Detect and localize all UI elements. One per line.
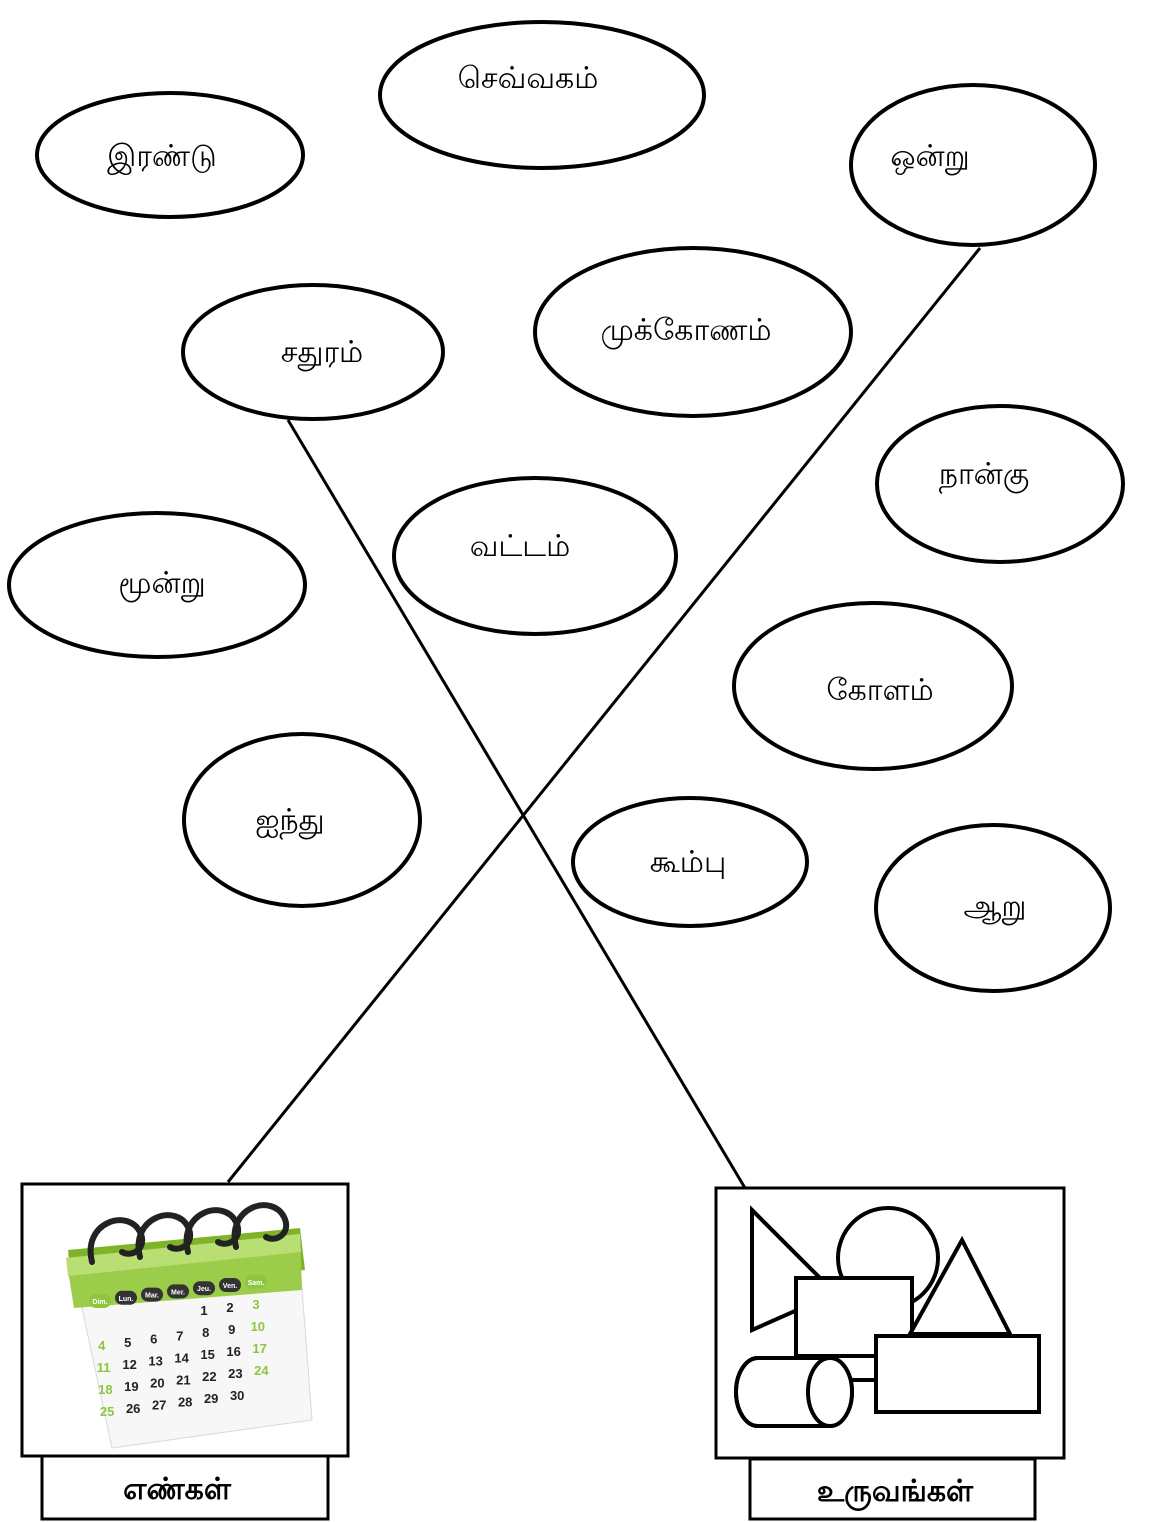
bubble-label: இரண்டு xyxy=(107,139,217,175)
calendar-day-number: 18 xyxy=(98,1382,112,1397)
bubble-label: ஆறு xyxy=(963,889,1026,925)
calendar-weekday-chip xyxy=(219,1278,241,1292)
connector-line-ondru-to-numbers xyxy=(226,247,982,1183)
calendar-day-number: 24 xyxy=(254,1363,269,1378)
calendar-day-number: 6 xyxy=(150,1332,157,1347)
calendar-day-number: 8 xyxy=(202,1325,209,1340)
calendar-day-number: 16 xyxy=(226,1344,240,1359)
bubble-aaru[interactable]: ஆறு xyxy=(874,823,1112,993)
bubble-label: ஒன்று xyxy=(890,139,969,175)
bubble-ainthu[interactable]: ஐந்து xyxy=(182,732,422,908)
bubble-label: மூன்று xyxy=(118,566,205,602)
bubble-sevvagam[interactable]: செவ்வகம் xyxy=(378,20,706,170)
calendar-day-number: 3 xyxy=(252,1297,259,1312)
calendar-day-number: 20 xyxy=(150,1376,164,1391)
calendar-weekday-chip xyxy=(193,1281,215,1296)
calendar-day-number: 12 xyxy=(122,1357,136,1372)
bubble-vattam[interactable]: வட்டம் xyxy=(392,476,678,636)
calendar-day-number: 26 xyxy=(126,1401,140,1416)
calendar-day-number: 5 xyxy=(124,1335,131,1350)
calendar-day-number: 4 xyxy=(98,1338,106,1353)
connector-line-sathuram-to-shapes xyxy=(286,419,747,1189)
calendar-day-number: 1 xyxy=(200,1303,207,1318)
calendar-day-number: 13 xyxy=(148,1354,162,1369)
calendar-day-number: 29 xyxy=(204,1391,218,1406)
calendar-weekday-label: Mar. xyxy=(145,1293,159,1300)
calendar-day-number: 17 xyxy=(252,1341,266,1356)
bubble-label: நான்கு xyxy=(939,457,1030,494)
bubble-label: ஐந்து xyxy=(255,803,324,840)
calendar-weekday-chip xyxy=(167,1284,189,1299)
calendar-day-number: 2 xyxy=(226,1300,233,1315)
calendar-weekday-chip xyxy=(89,1294,111,1308)
calendar-day-number: 23 xyxy=(228,1366,242,1381)
calendar-weekday-chip xyxy=(115,1290,137,1305)
bubble-mukkonam[interactable]: முக்கோணம் xyxy=(533,246,853,418)
calendar-day-number: 27 xyxy=(152,1398,166,1413)
calendar-day-number: 7 xyxy=(176,1328,183,1343)
bubble-label: கூம்பு xyxy=(650,845,727,880)
calendar-weekday-label: Jeu. xyxy=(197,1286,211,1293)
bubble-moondru[interactable]: மூன்று xyxy=(7,511,307,659)
calendar-weekday-label: Dim. xyxy=(92,1299,107,1306)
calendar-day-number: 15 xyxy=(200,1347,214,1362)
bubble-label: கோளம் xyxy=(826,673,933,708)
calendar-weekday-chip xyxy=(141,1287,163,1302)
shapes-label-box: உருவங்கள் xyxy=(748,1457,1037,1521)
shapes-label: உருவங்கள் xyxy=(817,1474,974,1511)
shapes-category-box[interactable] xyxy=(714,1186,1066,1460)
geometric-shapes-icon xyxy=(734,1205,1041,1428)
calendar-weekday-label: Ven. xyxy=(223,1283,237,1290)
calendar-day-number: 21 xyxy=(176,1372,190,1387)
calendar-weekday-label: Lun. xyxy=(119,1296,134,1303)
bubble-koombu[interactable]: கூம்பு xyxy=(571,796,809,928)
calendar-day-number: 19 xyxy=(124,1379,138,1394)
calendar-day-number: 22 xyxy=(202,1369,216,1384)
bubble-label: சதுரம் xyxy=(281,335,363,371)
numbers-label: எண்கள் xyxy=(123,1472,232,1507)
calendar-day-number: 9 xyxy=(228,1322,235,1337)
calendar-day-number: 10 xyxy=(251,1319,265,1334)
calendar-weekday-chip xyxy=(245,1274,267,1289)
calendar-day-number: 11 xyxy=(97,1360,111,1375)
calendar-day-number: 30 xyxy=(230,1388,244,1403)
numbers-label-box: எண்கள் xyxy=(40,1454,330,1521)
calendar-day-number: 25 xyxy=(100,1404,114,1419)
bubble-irandu[interactable]: இரண்டு xyxy=(35,91,305,219)
calendar-weekday-label: Sam. xyxy=(248,1280,265,1287)
bubble-golam[interactable]: கோளம் xyxy=(732,601,1014,771)
bubble-label: முக்கோணம் xyxy=(601,313,772,349)
bubble-label: செவ்வகம் xyxy=(458,61,599,96)
bubble-sathuram[interactable]: சதுரம் xyxy=(181,283,445,421)
calendar-weekday-label: Mer. xyxy=(171,1289,185,1296)
calendar-day-number: 14 xyxy=(174,1350,189,1365)
bubble-naangu[interactable]: நான்கு xyxy=(875,404,1125,564)
calendar-day-number: 28 xyxy=(178,1394,192,1409)
bubble-ondru[interactable]: ஒன்று xyxy=(849,83,1097,247)
bubble-label: வட்டம் xyxy=(470,529,571,564)
